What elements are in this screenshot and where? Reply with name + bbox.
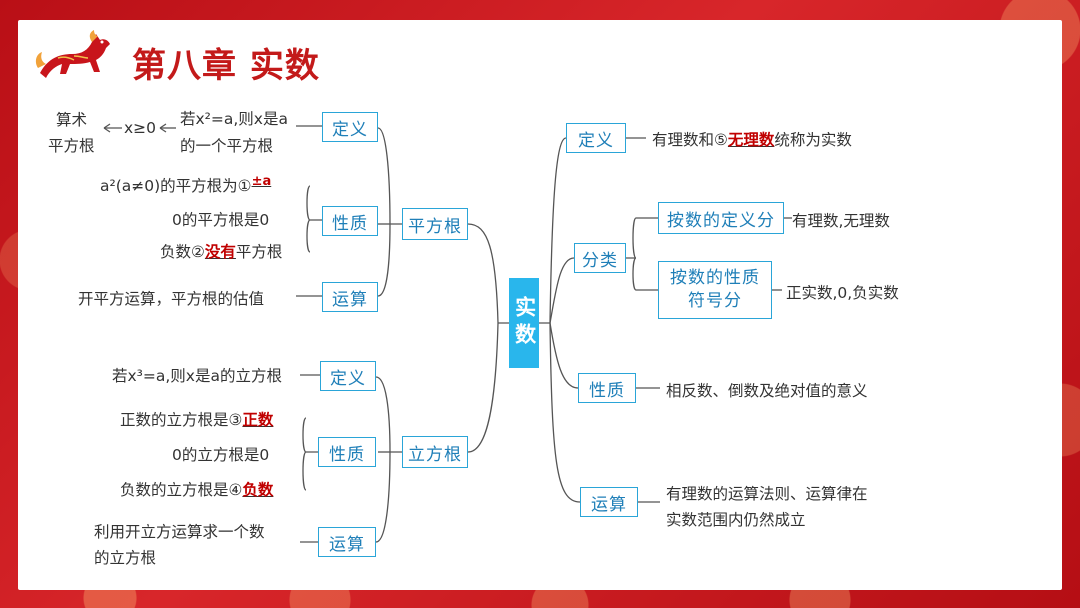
sqrt-property-2: 0的平方根是0	[172, 208, 269, 230]
sqrt-property-1: a²(a≠0)的平方根为①±a	[100, 174, 271, 196]
root-node: 实数	[509, 278, 539, 368]
answer-2: 没有	[205, 243, 236, 261]
by-sign-result: 正实数,0,负实数	[786, 281, 899, 303]
arith-sqrt-line2: 平方根	[48, 134, 95, 156]
cube-property-1: 正数的立方根是③正数	[120, 408, 273, 430]
arith-sqrt-line1: 算术	[56, 108, 87, 130]
real-definition-text: 有理数和⑤无理数统称为实数	[652, 128, 852, 150]
answer-5: 无理数	[728, 131, 775, 149]
root-label: 实数	[510, 296, 537, 350]
square-root-definition-node: 定义	[322, 112, 378, 142]
sqrt-definition-line2: 的一个平方根	[180, 134, 273, 156]
cube-property-2: 0的立方根是0	[172, 443, 269, 465]
real-operation-line1: 有理数的运算法则、运算律在	[666, 482, 868, 504]
cube-root-definition-node: 定义	[320, 361, 376, 391]
cube-root-operation-node: 运算	[318, 527, 376, 557]
real-operation-line2: 实数范围内仍然成立	[666, 508, 806, 530]
cube-root-node: 立方根	[402, 436, 468, 468]
answer-1: ±a	[252, 174, 272, 189]
arith-condition: x≥0	[124, 119, 156, 137]
real-properties-text: 相反数、倒数及绝对值的意义	[666, 379, 868, 401]
by-definition-node: 按数的定义分	[658, 202, 784, 234]
cube-operation-line1: 利用开立方运算求一个数	[94, 520, 265, 542]
real-operation-node: 运算	[580, 487, 638, 517]
by-definition-result: 有理数,无理数	[792, 209, 890, 231]
square-root-node: 平方根	[402, 208, 468, 240]
real-properties-node: 性质	[578, 373, 636, 403]
real-definition-node: 定义	[566, 123, 626, 153]
answer-4: 负数	[242, 481, 273, 499]
sqrt-operation-text: 开平方运算，平方根的估值	[78, 287, 264, 309]
by-sign-node: 按数的性质 符号分	[658, 261, 772, 319]
answer-3: 正数	[242, 411, 273, 429]
cube-operation-line2: 的立方根	[94, 546, 156, 568]
sqrt-property-3: 负数②没有平方根	[160, 240, 282, 262]
sqrt-definition-line1: 若x²=a,则x是a	[180, 107, 288, 129]
cube-root-properties-node: 性质	[318, 437, 376, 467]
square-root-operation-node: 运算	[322, 282, 378, 312]
classification-node: 分类	[574, 243, 626, 273]
square-root-properties-node: 性质	[322, 206, 378, 236]
cube-definition-text: 若x³=a,则x是a的立方根	[112, 364, 282, 386]
cube-property-3: 负数的立方根是④负数	[120, 478, 273, 500]
